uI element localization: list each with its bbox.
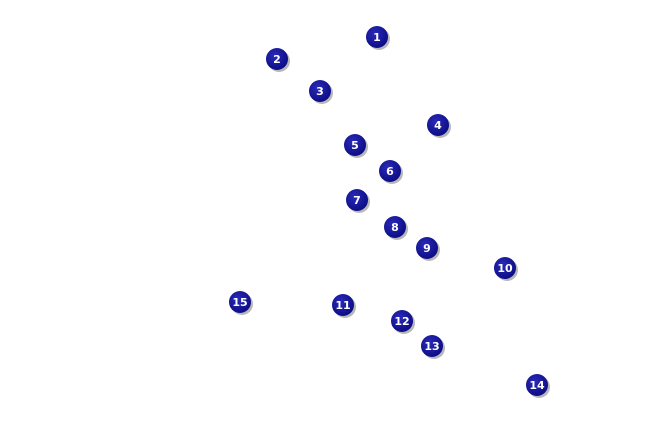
marker-label: 1 [373,31,381,44]
marker-label: 6 [386,165,394,178]
marker-circle[interactable] [346,189,368,211]
marker-12[interactable]: 12 [391,310,415,334]
marker-circle[interactable] [229,291,251,313]
marker-label: 14 [529,379,545,392]
marker-label: 5 [351,139,359,152]
marker-circle[interactable] [384,216,406,238]
marker-9[interactable]: 9 [416,237,440,261]
marker-circle[interactable] [309,80,331,102]
marker-11[interactable]: 11 [332,294,356,318]
marker-3[interactable]: 3 [309,80,333,104]
marker-1[interactable]: 1 [366,26,390,50]
marker-6[interactable]: 6 [379,160,403,184]
marker-circle[interactable] [366,26,388,48]
marker-label: 10 [497,262,513,275]
marker-label: 2 [273,53,281,66]
marker-label: 12 [394,315,409,328]
marker-15[interactable]: 15 [229,291,253,315]
marker-label: 15 [232,296,247,309]
marker-circle[interactable] [416,237,438,259]
marker-label: 13 [424,340,439,353]
marker-8[interactable]: 8 [384,216,408,240]
marker-5[interactable]: 5 [344,134,368,158]
marker-label: 7 [353,194,361,207]
marker-circle[interactable] [379,160,401,182]
marker-circle[interactable] [344,134,366,156]
marker-circle[interactable] [494,257,516,279]
marker-label: 4 [434,119,442,132]
marker-circle[interactable] [391,310,413,332]
marker-circle[interactable] [421,335,443,357]
marker-label: 11 [335,299,350,312]
marker-label: 8 [391,221,399,234]
marker-circle[interactable] [526,374,548,396]
marker-14[interactable]: 14 [526,374,550,398]
marker-7[interactable]: 7 [346,189,370,213]
marker-label: 9 [423,242,431,255]
marker-circle[interactable] [427,114,449,136]
marker-10[interactable]: 10 [494,257,518,281]
marker-circle[interactable] [266,48,288,70]
marker-4[interactable]: 4 [427,114,451,138]
marker-label: 3 [316,85,324,98]
marker-2[interactable]: 2 [266,48,290,72]
marker-13[interactable]: 13 [421,335,445,359]
marker-circle[interactable] [332,294,354,316]
